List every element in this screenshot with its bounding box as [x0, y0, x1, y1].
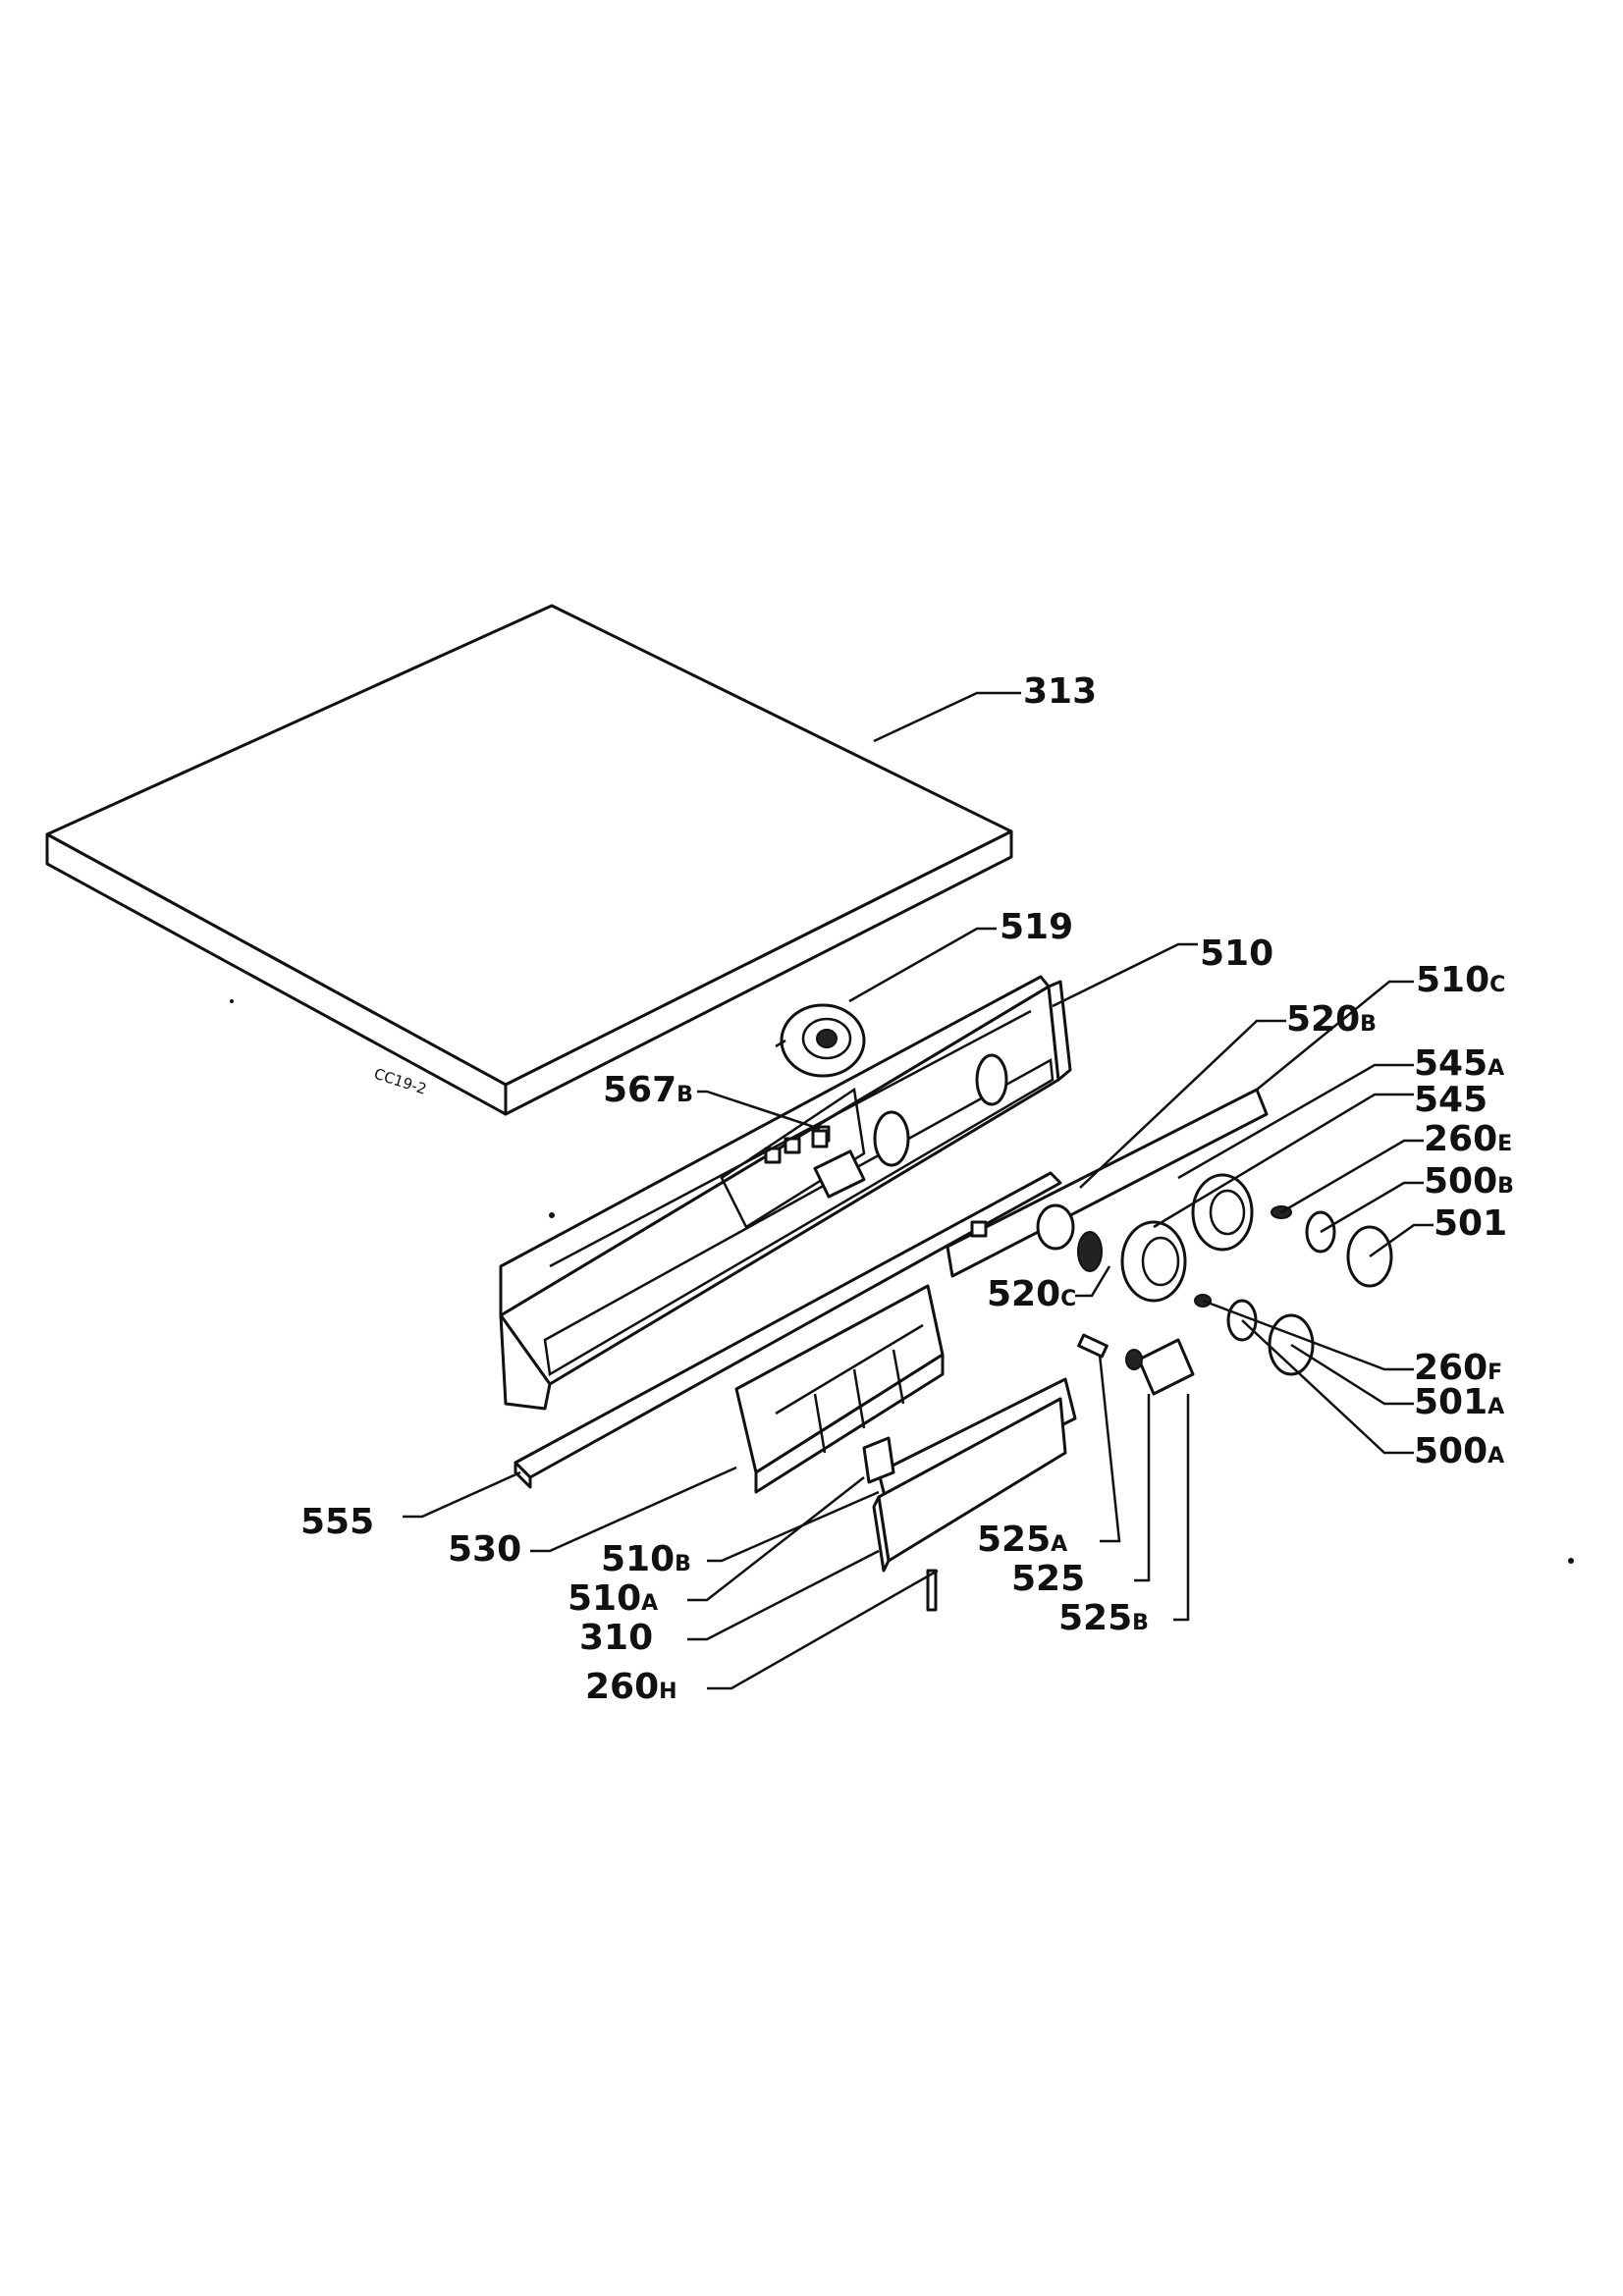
part-313-top-lid: CC19-2: [45, 604, 1013, 1116]
leader-lines: [403, 691, 1434, 1690]
label-510a: 510A: [568, 1578, 658, 1619]
label-525b: 525B: [1058, 1598, 1149, 1638]
label-520c: 520C: [987, 1274, 1076, 1314]
part-525-button: [1137, 1338, 1195, 1396]
label-520b: 520B: [1286, 999, 1377, 1040]
part-567b-indicator: [811, 1129, 829, 1148]
part-525b-button-cap: [1125, 1349, 1143, 1370]
label-510c: 510C: [1416, 960, 1505, 1000]
part-530-dispenser-frame: [734, 1284, 945, 1494]
part-520c-spindle: [1077, 1231, 1103, 1272]
label-260e: 260E: [1424, 1119, 1512, 1159]
part-555-bottom-strip: [514, 1171, 1062, 1489]
label-530: 530: [448, 1529, 521, 1570]
part-525a-pin: [1077, 1333, 1109, 1359]
label-525: 525: [1011, 1559, 1085, 1599]
part-510-control-panel: [499, 975, 1072, 1411]
label-501a: 501A: [1414, 1382, 1504, 1422]
label-567b: 567B: [603, 1070, 693, 1110]
part-labels: 313 519 510 520B 510C 567B 545A 545 260E…: [300, 671, 1514, 1707]
label-510: 510: [1200, 934, 1273, 974]
label-500a: 500A: [1414, 1431, 1504, 1471]
lid-mark: CC19-2: [372, 1065, 429, 1098]
label-545a: 545A: [1414, 1043, 1504, 1084]
part-510c-rail: [946, 1088, 1269, 1278]
label-260f: 260F: [1414, 1348, 1502, 1388]
label-545: 545: [1414, 1080, 1488, 1120]
label-519: 519: [1000, 907, 1073, 947]
label-525a: 525A: [977, 1520, 1067, 1560]
label-510b: 510B: [601, 1539, 691, 1579]
part-519-fan-disc: [775, 1003, 866, 1078]
part-520b-knob-base: [1036, 1203, 1075, 1251]
part-510a-cover: [862, 1436, 895, 1484]
label-501: 501: [1434, 1203, 1507, 1244]
part-545-knob-ring: [1120, 1220, 1187, 1303]
label-555: 555: [300, 1502, 374, 1542]
label-260h: 260H: [585, 1667, 677, 1707]
scan-specks: [230, 999, 1574, 1564]
label-313: 313: [1023, 671, 1097, 712]
part-310-door-piece: [872, 1397, 1067, 1573]
part-260h-pin: [926, 1569, 938, 1612]
label-310: 310: [579, 1618, 653, 1658]
label-500b: 500B: [1424, 1161, 1514, 1201]
